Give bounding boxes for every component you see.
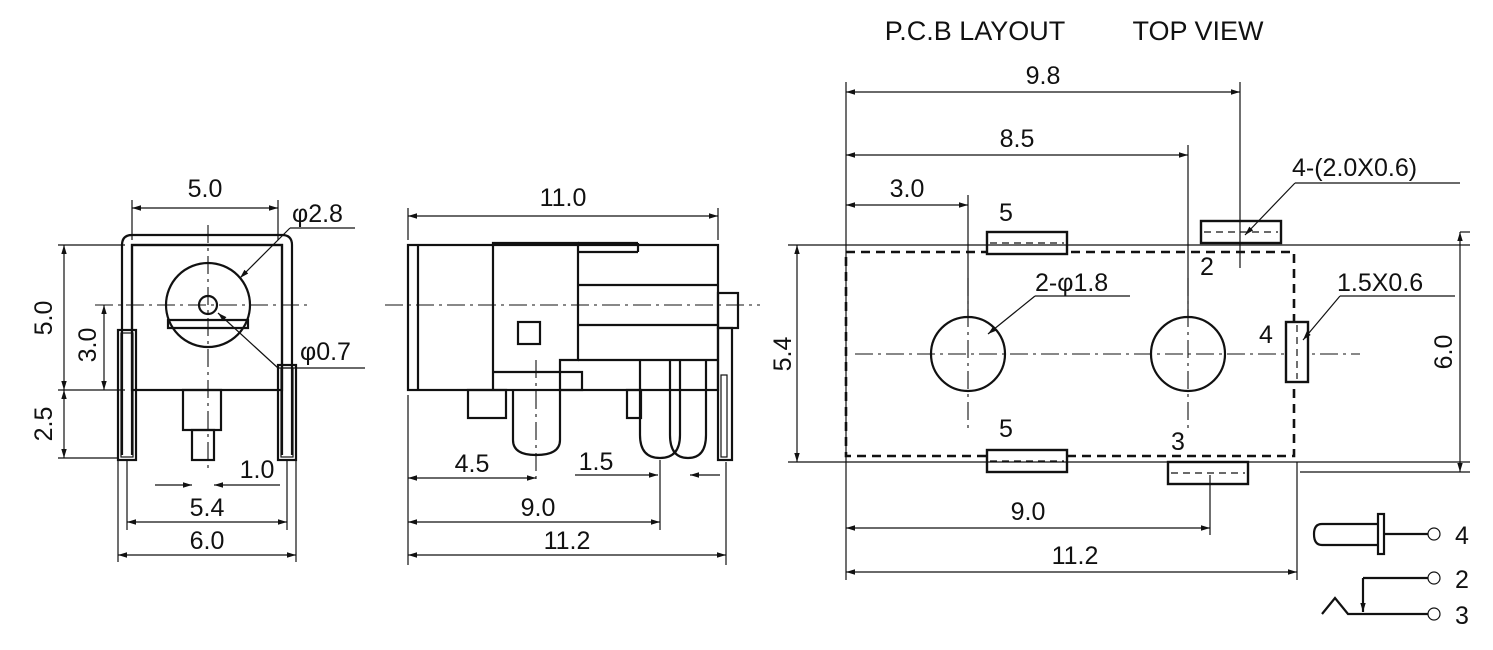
pcb-pin-4: 4 xyxy=(1259,321,1273,349)
front-dim-height: 5.0 xyxy=(30,301,58,336)
pcb-pin-2: 2 xyxy=(1200,253,1214,281)
pcb-dim-9-8: 9.8 xyxy=(1026,62,1061,90)
pcb-dim-9-0: 9.0 xyxy=(1011,498,1046,526)
pcb-dim-5-4: 5.4 xyxy=(769,337,797,372)
schematic-symbol: 4 2 3 xyxy=(1312,512,1469,630)
front-dim-pin-length: 2.5 xyxy=(30,407,58,442)
front-dim-pin-spacing: 5.4 xyxy=(190,494,225,522)
pcb-layout-title: P.C.B LAYOUT xyxy=(885,16,1066,46)
front-dim-width-top: 5.0 xyxy=(188,175,223,203)
pcb-dim-11-2: 11.2 xyxy=(1052,542,1099,570)
side-dim-pin-b: 1.5 xyxy=(579,448,614,476)
schematic-pin-2: 2 xyxy=(1455,566,1469,594)
side-dim-pin-a: 4.5 xyxy=(455,450,490,478)
pcb-slot-callout: 1.5X0.6 xyxy=(1337,269,1423,297)
pcb-pin-5-bottom: 5 xyxy=(999,415,1013,443)
pcb-dim-8-5: 8.5 xyxy=(1000,125,1035,153)
pcb-hole-callout: 2-φ1.8 xyxy=(1035,269,1108,297)
pcb-layout-view: 9.8 8.5 3.0 4-(2.0X0.6) 2-φ1.8 1.5X0.6 5… xyxy=(769,62,1470,580)
pcb-pin-5-top: 5 xyxy=(999,199,1013,227)
pcb-pad-callout: 4-(2.0X0.6) xyxy=(1292,154,1417,182)
pcb-dim-6-0: 6.0 xyxy=(1430,335,1458,370)
pcb-pin-3: 3 xyxy=(1171,428,1185,456)
front-dim-pin-dia: φ0.7 xyxy=(300,338,351,366)
front-view: 5.0 φ2.8 5.0 3.0 2.5 φ0.7 1.0 5.4 xyxy=(30,175,365,562)
front-dim-total-width: 6.0 xyxy=(190,527,225,555)
front-dim-pin-width: 1.0 xyxy=(240,456,275,484)
schematic-pin-4: 4 xyxy=(1455,522,1469,550)
schematic-pin-3: 3 xyxy=(1455,602,1469,630)
pcb-dim-3-0: 3.0 xyxy=(890,175,925,203)
side-dim-body-length: 11.0 xyxy=(540,184,587,212)
side-view: 11.0 4.5 1.5 9.0 11.2 xyxy=(385,184,760,565)
front-dim-center-height: 3.0 xyxy=(74,328,102,363)
front-dim-hole-dia: φ2.8 xyxy=(292,200,343,228)
side-dim-total-length: 11.2 xyxy=(544,527,591,555)
top-view-title: TOP VIEW xyxy=(1132,16,1264,46)
side-dim-pin-c: 9.0 xyxy=(521,494,556,522)
